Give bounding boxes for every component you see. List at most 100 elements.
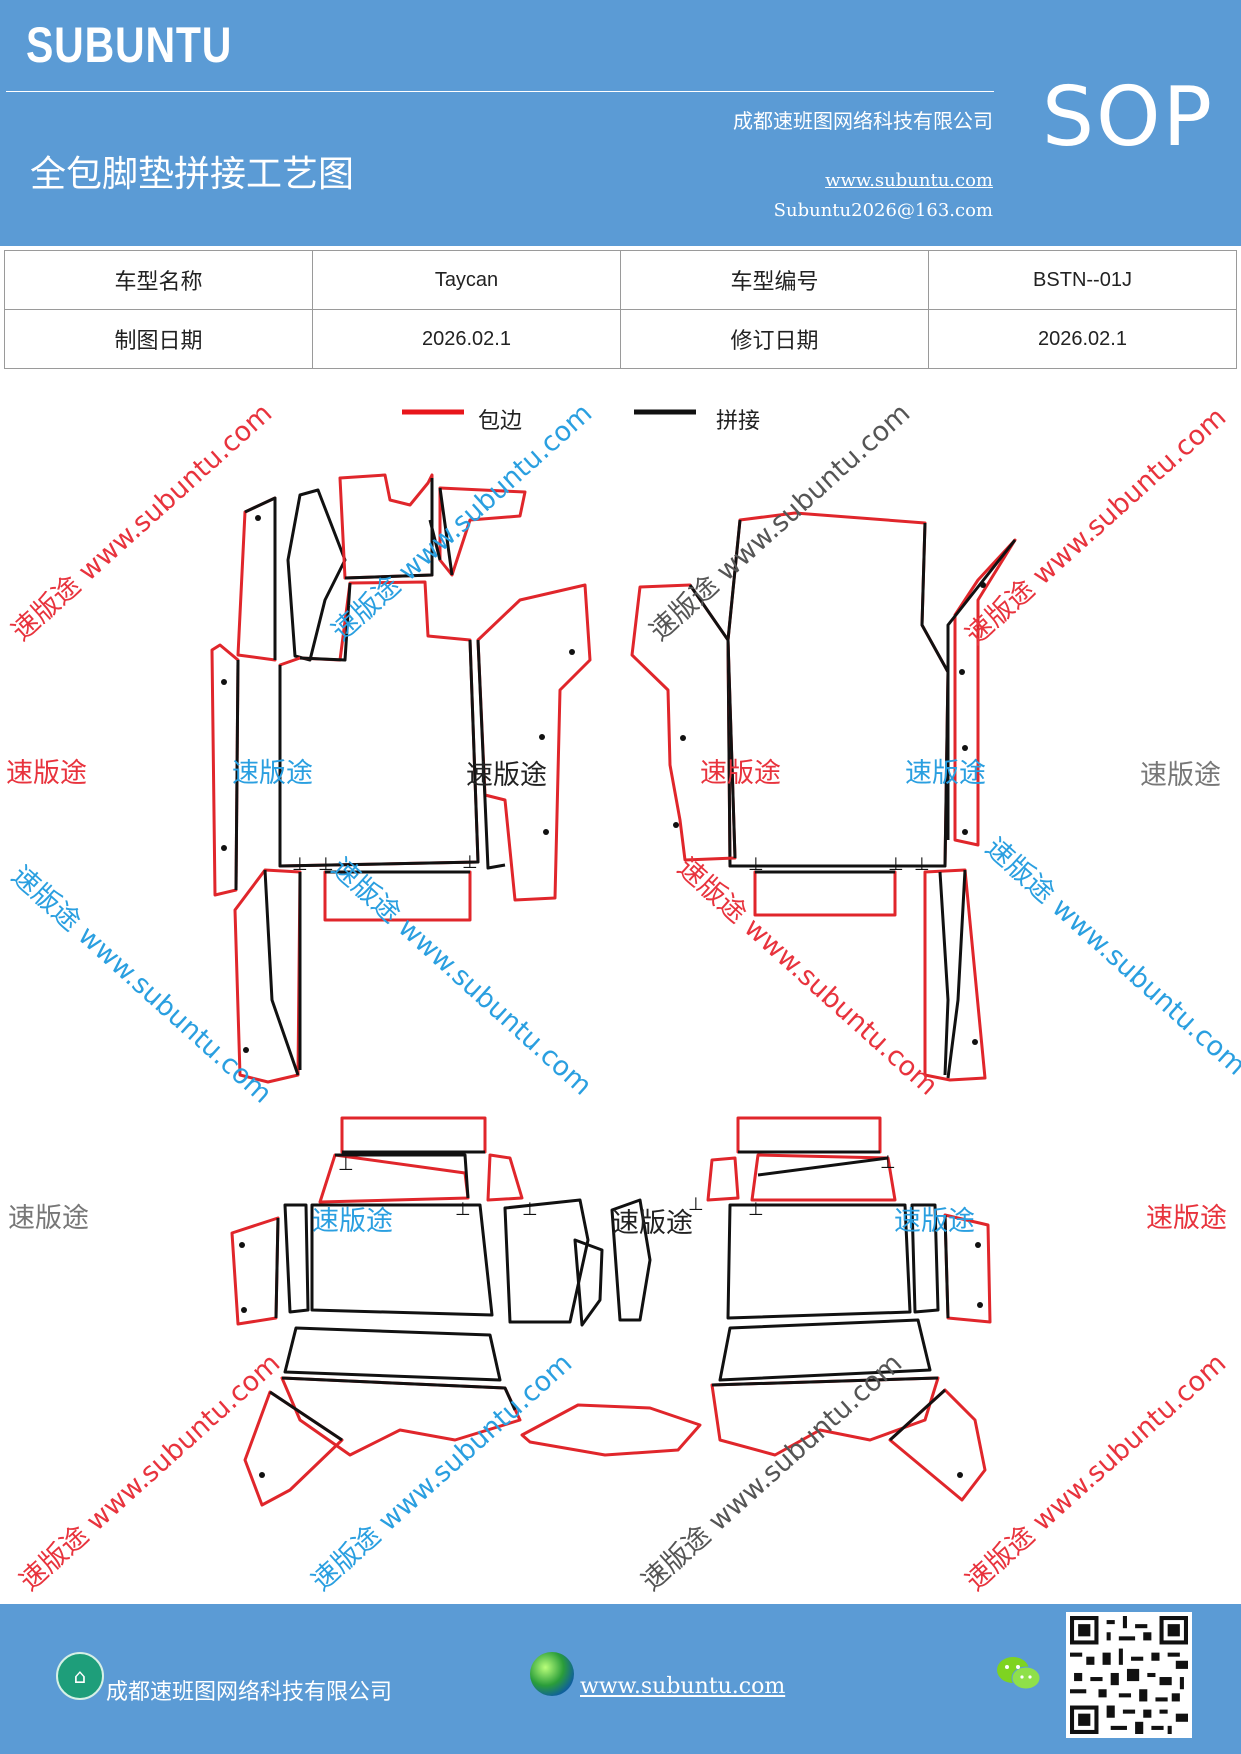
footer-website-link[interactable]: www.subuntu.com (580, 1674, 786, 1699)
mounting-hole (259, 1472, 265, 1478)
watermark-diagonal: 速版途 www.subuntu.com (960, 1348, 1232, 1597)
mat-piece (710, 1376, 940, 1457)
vehicle-info-table: 车型名称 Taycan 车型编号 BSTN--01J 制图日期 2026.02.… (4, 250, 1237, 369)
watermark-text: 速版途 (700, 758, 781, 789)
header-banner: SUBUNTU 成都速班图网络科技有限公司 SOP 全包脚垫拼接工艺图 www.… (0, 0, 1241, 246)
edge-legend-label: 包边 (478, 409, 522, 434)
rear-left-mat-group: ⊥ ⊥ ⊥ (230, 1116, 604, 1507)
seam-line (234, 659, 240, 891)
mounting-hole (221, 845, 227, 851)
watermark-diagonal: 速版途 www.subuntu.com (325, 852, 597, 1101)
mounting-hole (680, 735, 686, 741)
splice-marker: ⊥ (338, 1154, 354, 1175)
email-address: Subuntu2026@163.com (773, 200, 993, 221)
seam-line (263, 869, 302, 1076)
model-name-label: 车型名称 (4, 250, 313, 310)
watermark-text: 速版途 (6, 758, 87, 789)
seam-line (269, 1390, 343, 1442)
watermark-diagonal: 速版途 www.subuntu.com (644, 398, 916, 647)
splice-marker: ⊥ (888, 854, 904, 875)
mounting-hole (539, 734, 545, 740)
watermark-diagonal: 速版途 www.subuntu.com (636, 1348, 908, 1597)
watermark-diagonal: 速版途 www.subuntu.com (6, 398, 278, 647)
rear-right-mat-group: ⊥ ⊥ ⊥ (688, 1116, 992, 1502)
model-code-value: BSTN--01J (928, 250, 1237, 310)
watermark-text: 速版途 (466, 760, 547, 791)
splice-marker: ⊥ (522, 1199, 538, 1220)
watermark-text: 速版途 (1146, 1203, 1227, 1234)
watermark-text: 速版途 (905, 758, 986, 789)
mat-piece (610, 1198, 652, 1322)
mounting-hole (957, 1472, 963, 1478)
mat-piece (310, 1203, 494, 1317)
mat-piece (910, 1203, 940, 1314)
splice-marker: ⊥ (748, 854, 764, 875)
splice-marker: ⊥ (292, 854, 308, 875)
mat-piece (953, 538, 1017, 847)
seam-line (335, 1153, 470, 1199)
splice-marker: ⊥ (462, 852, 478, 873)
mounting-hole (962, 829, 968, 835)
mat-piece (486, 1153, 524, 1202)
mat-piece (286, 488, 347, 662)
model-code-label: 车型编号 (620, 250, 929, 310)
watermark-layer: 速版途 速版途 速版途 速版途 速版途 速版途 速版途 速版途 速版途 速版途 … (5, 398, 1241, 1597)
qr-code-icon (1066, 1612, 1192, 1738)
mounting-hole (239, 1242, 245, 1248)
seam-line (943, 1214, 950, 1319)
front-left-mat-group: ⊥ ⊥ ⊥ (210, 473, 592, 1084)
splice-marker: ⊥ (688, 1194, 704, 1215)
draw-date-label: 制图日期 (4, 309, 313, 369)
table-row: 车型名称 Taycan 车型编号 BSTN--01J (4, 250, 1237, 310)
watermark-text: 速版途 (8, 1203, 89, 1234)
mat-piece (923, 868, 987, 1082)
watermark-text: 速版途 (312, 1206, 393, 1237)
mat-piece (236, 496, 277, 662)
seam-line (946, 539, 1017, 840)
watermark-text: 速版途 (232, 758, 313, 789)
mat-piece (726, 1203, 912, 1320)
watermark-text: 速版途 (612, 1208, 693, 1239)
watermark-diagonal: 速版途 www.subuntu.com (326, 398, 598, 647)
mat-piece (753, 870, 897, 917)
mat-piece (283, 1326, 502, 1382)
website-link[interactable]: www.subuntu.com (825, 170, 993, 191)
mat-piece (736, 1116, 882, 1154)
diagram-legend: 包边 拼接 (402, 409, 760, 434)
mounting-hole (972, 1039, 978, 1045)
footer-company: 成都速班图网络科技有限公司 (106, 1680, 393, 1705)
seam-line (476, 639, 506, 870)
mounting-hole (673, 822, 679, 828)
seam-line (757, 1156, 889, 1177)
mounting-hole (543, 829, 549, 835)
mat-piece (750, 1153, 897, 1202)
model-name-value: Taycan (312, 250, 621, 310)
seam-line (274, 1217, 280, 1319)
brand-logo: SUBUNTU (26, 17, 233, 73)
watermark-diagonal: 速版途 www.subuntu.com (960, 402, 1232, 651)
mounting-hole (962, 745, 968, 751)
mounting-hole (959, 669, 965, 675)
wechat-icon (997, 1657, 1041, 1690)
company-name: 成都速班图网络科技有限公司 (733, 109, 993, 133)
seam-line (888, 1388, 947, 1442)
mat-piece (718, 1318, 932, 1382)
header-divider (6, 91, 994, 92)
mat-piece (230, 1216, 280, 1326)
mat-piece (573, 1238, 604, 1327)
splice-marker: ⊥ (455, 1199, 471, 1220)
mat-piece (210, 643, 240, 897)
mat-piece (888, 1388, 987, 1502)
mat-piece (476, 583, 592, 902)
seam-line (938, 869, 967, 1079)
seam-line (711, 1376, 939, 1387)
mounting-hole (221, 679, 227, 685)
mat-piece (706, 1156, 740, 1202)
watermark-text: 速版途 (1140, 760, 1221, 791)
mounting-hole (569, 649, 575, 655)
revision-date-value: 2026.02.1 (928, 309, 1237, 369)
mat-cutting-diagram: .blk { fill:none; stroke:#111; stroke-wi… (5, 398, 1241, 1597)
sop-label: SOP (1042, 70, 1215, 165)
footer-bar: ⌂ 成都速班图网络科技有限公司 www.subuntu.com (0, 1604, 1241, 1754)
mounting-hole (243, 1047, 249, 1053)
